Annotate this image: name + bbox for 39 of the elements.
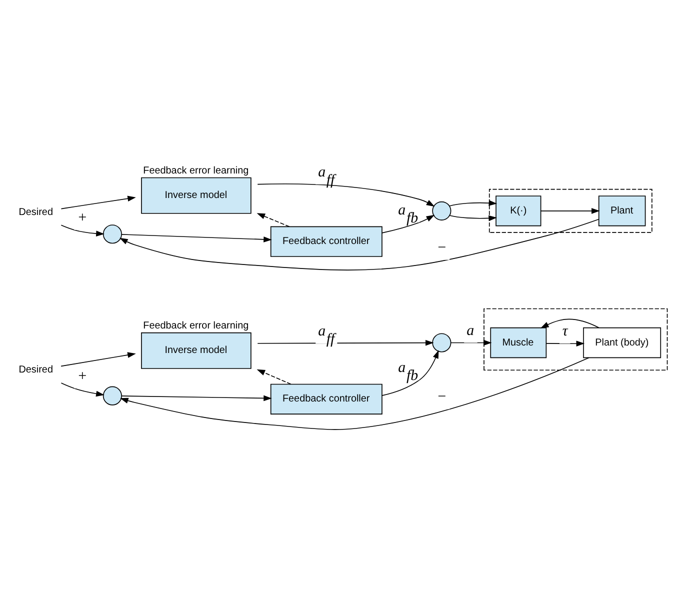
node-box: Feedback controller <box>270 384 382 414</box>
arrow <box>121 395 272 402</box>
node-label: Feedback error learning <box>143 165 249 176</box>
edge-label: − <box>436 389 447 406</box>
arrow <box>256 213 290 228</box>
edge-label: τ <box>562 324 568 340</box>
arrow <box>450 340 492 346</box>
node-text: Desired <box>18 364 53 376</box>
edge-label: + <box>77 210 88 226</box>
arrow <box>60 224 104 236</box>
arrow <box>60 196 136 210</box>
node-label: Feedback error learning <box>143 320 249 332</box>
node-box: K(·) <box>496 196 542 226</box>
edge-label: a <box>466 322 474 339</box>
arrow <box>382 214 435 234</box>
arrow <box>120 218 600 270</box>
node-circle <box>102 386 122 406</box>
arrow <box>449 215 497 222</box>
node-circle <box>432 201 452 220</box>
node-box: Plant (body) <box>583 327 662 358</box>
node-circle <box>432 333 452 352</box>
arrow <box>256 369 292 385</box>
edge-label: + <box>77 368 88 384</box>
arrow <box>60 382 104 397</box>
arrow <box>382 350 439 396</box>
arrow <box>257 340 434 346</box>
arrow <box>60 352 136 367</box>
node-box: Feedback controller <box>270 226 382 257</box>
arrow <box>449 200 498 206</box>
node-box: Muscle <box>490 327 547 358</box>
arrow <box>121 234 272 242</box>
node-circle <box>102 224 122 244</box>
node-box: Plant <box>598 196 646 226</box>
arrow <box>546 340 585 347</box>
arrow <box>540 318 600 328</box>
arrow <box>257 183 435 207</box>
edge-label: − <box>436 240 447 256</box>
node-text: Desired <box>18 207 53 218</box>
arrow <box>540 208 600 214</box>
